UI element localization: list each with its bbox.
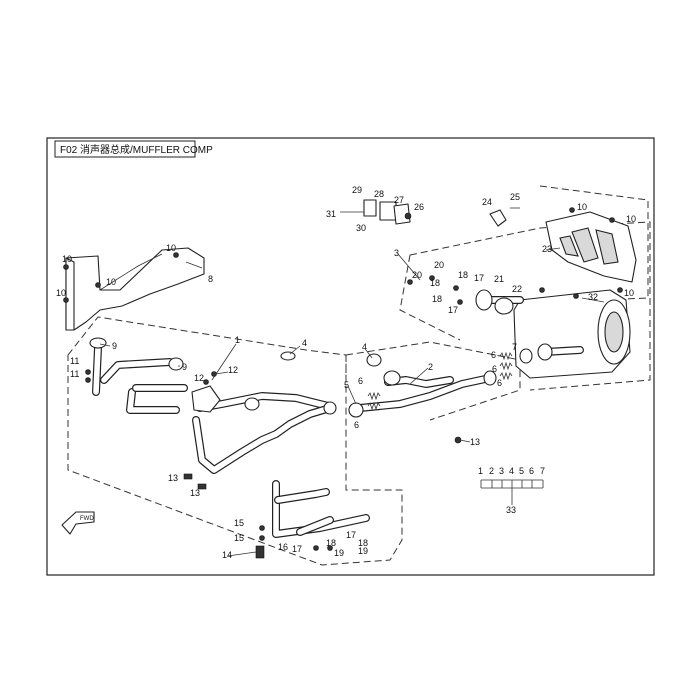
callout-18c: 18 [432, 294, 442, 304]
callout-32: 32 [588, 292, 598, 302]
part-9-pipe-section [89, 337, 188, 414]
callout-19a: 19 [334, 548, 344, 558]
callout-29: 29 [352, 185, 362, 195]
forward-arrow-icon: FWD [61, 511, 95, 535]
part-4-gasket [280, 351, 296, 361]
callout-17a: 17 [474, 273, 484, 283]
callout-6e: 6 [497, 378, 502, 388]
callout-23: 23 [542, 244, 552, 254]
callout-2: 2 [428, 362, 433, 372]
callout-20a: 20 [434, 260, 444, 270]
kit-item-5: 5 [519, 466, 524, 476]
callout-10b: 10 [62, 254, 72, 264]
callout-31: 31 [326, 209, 336, 219]
callout-19b: 19 [358, 546, 368, 556]
callout-17d: 17 [292, 544, 302, 554]
callout-10f: 10 [626, 214, 636, 224]
callout-12b: 12 [228, 365, 238, 375]
part-2-mid-pipe [348, 370, 497, 418]
callout-33: 33 [506, 505, 516, 515]
callout-13b: 13 [190, 488, 200, 498]
callout-10g: 10 [624, 288, 634, 298]
kit-list: 1 2 3 4 5 6 7 [478, 466, 545, 476]
callout-18b: 18 [458, 270, 468, 280]
diagram-title: F02 消声器总成/MUFFLER COMP [60, 143, 213, 156]
callout-4b: 4 [362, 342, 367, 352]
callout-9a: 9 [112, 341, 117, 351]
callout-10c: 10 [106, 277, 116, 287]
callout-leaders [99, 247, 605, 557]
callout-11b: 11 [70, 369, 79, 379]
callout-18a: 18 [430, 278, 440, 288]
muffler-inlet-flange [475, 289, 524, 315]
kit-item-2: 2 [489, 466, 494, 476]
kit-item-7: 7 [540, 466, 545, 476]
callout-15a: 15 [234, 518, 244, 528]
callout-20b: 20 [412, 270, 422, 280]
title-box: F02 消声器总成/MUFFLER COMP [54, 140, 213, 158]
part-3-muffler [513, 289, 631, 379]
callout-18e: 18 [358, 538, 368, 548]
callout-numbers: 1 2 3 4 4 5 6 6 6 6 6 7 8 9 9 10 10 10 1… [56, 185, 636, 560]
part-4b-gasket [366, 353, 382, 367]
callout-10a: 10 [166, 243, 176, 253]
callout-21: 21 [494, 274, 504, 284]
callout-15b: 15 [234, 533, 244, 543]
assembly-3-boundary [399, 221, 651, 391]
callout-27: 27 [394, 195, 404, 205]
callout-13a: 13 [168, 473, 178, 483]
kit-item-6: 6 [529, 466, 534, 476]
hanger-24-25 [489, 207, 520, 227]
callout-30: 30 [356, 223, 366, 233]
callout-11a: 11 [70, 356, 79, 366]
callout-6c: 6 [491, 350, 496, 360]
callout-16: 16 [278, 542, 288, 552]
diagram-frame [46, 137, 655, 576]
callout-17b: 17 [448, 305, 458, 315]
callout-26: 26 [414, 202, 424, 212]
callout-5: 5 [344, 380, 349, 390]
callout-10d: 10 [56, 288, 66, 298]
hanger-hardware-top [340, 199, 412, 225]
callout-12a: 12 [194, 373, 204, 383]
lower-y-pipe [272, 480, 370, 538]
springs [367, 351, 513, 411]
kit-item-1: 1 [478, 466, 483, 476]
callout-13c: 13 [470, 437, 480, 447]
callout-4a: 4 [302, 338, 307, 348]
kit-item-4: 4 [509, 466, 514, 476]
callout-6d: 6 [492, 364, 497, 374]
callout-14: 14 [222, 550, 232, 560]
callout-18d: 18 [326, 538, 336, 548]
callout-24: 24 [482, 197, 492, 207]
part-23-heat-shield [545, 211, 637, 283]
kit-item-3: 3 [499, 466, 504, 476]
callout-17c: 17 [346, 530, 356, 540]
callout-8: 8 [208, 274, 213, 284]
svg-text:FWD: FWD [80, 516, 94, 522]
callout-7: 7 [512, 342, 517, 352]
fasteners [63, 207, 623, 559]
part-8-bracket [65, 247, 205, 331]
callout-6a: 6 [358, 376, 363, 386]
callout-22: 22 [512, 284, 522, 294]
callout-10e: 10 [577, 202, 587, 212]
kit-tree [480, 479, 544, 500]
callout-25: 25 [510, 192, 520, 202]
callout-28: 28 [374, 189, 384, 199]
callout-3: 3 [394, 248, 399, 258]
assembly-1-boundary [67, 316, 403, 566]
part-1-header-pipe [191, 385, 337, 474]
heatshield-boundary [539, 185, 649, 301]
callout-1: 1 [235, 335, 240, 345]
callout-6b: 6 [354, 420, 359, 430]
callout-9b: 9 [182, 362, 187, 372]
